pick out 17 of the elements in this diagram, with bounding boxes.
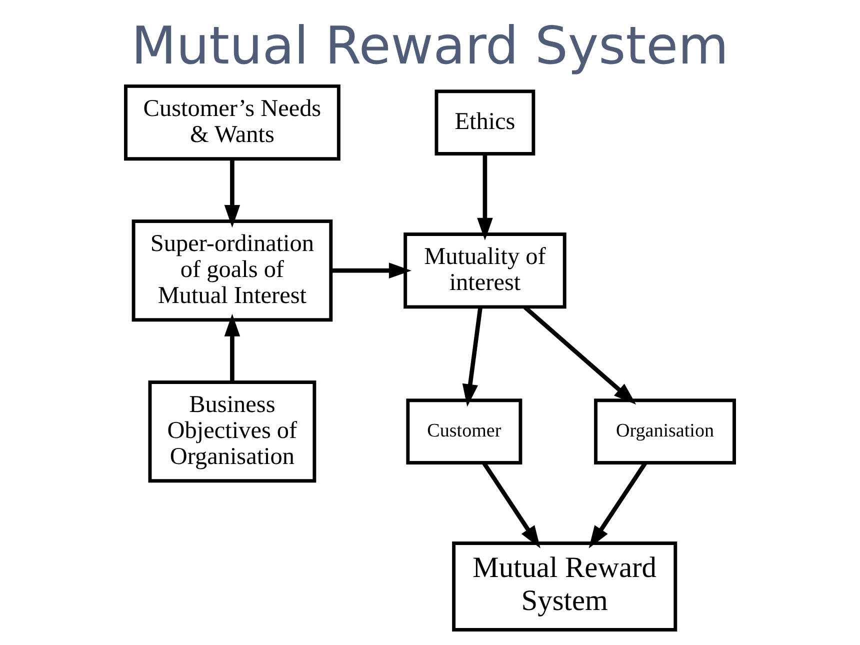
node-box: Super-ordination of goals of Mutual Interest [132,220,333,322]
diagram-title: Mutual Reward System [131,16,729,77]
node-box: Mutuality of interest [404,232,566,309]
arrow [224,314,240,382]
arrow [588,462,647,548]
node-box: Mutual Reward System [452,542,678,632]
arrow [524,306,636,405]
arrow [462,306,482,407]
node-box: Customer’s Needs & Wants [124,84,340,161]
node-box: Ethics [434,90,536,156]
node-box: Organisation [594,398,736,464]
arrow [477,154,493,240]
node-box: Business Objectives of Organisation [148,380,316,483]
arrow [224,159,240,228]
node-box: Customer [406,398,522,464]
arrow [330,262,412,278]
arrow [482,462,540,548]
